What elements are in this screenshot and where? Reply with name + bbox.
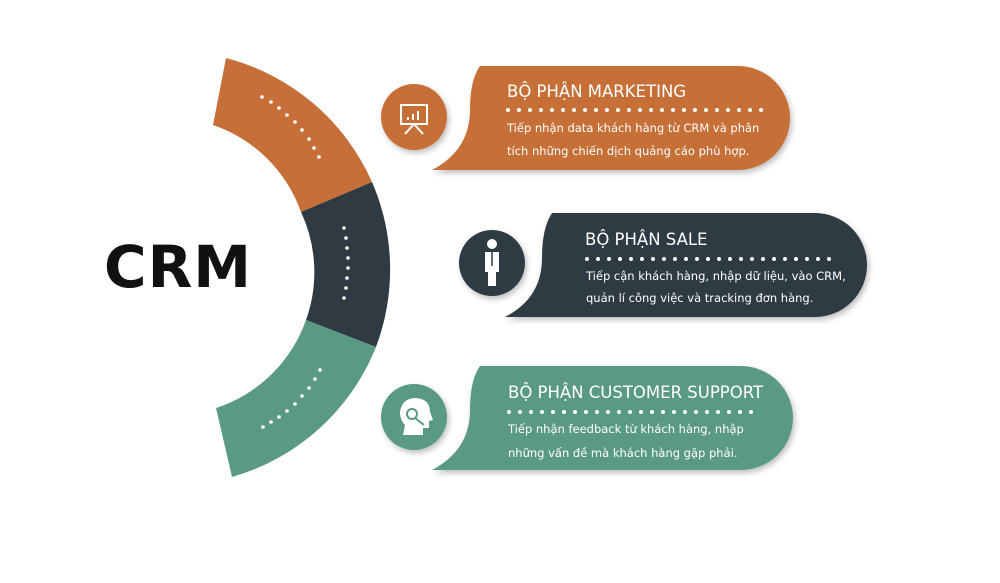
arc-dots	[260, 95, 350, 429]
department-sale: BỘ PHẬN SALE Tiếp cận khách hàng, nhập d…	[459, 213, 867, 317]
arc-segment-support	[216, 320, 376, 477]
department-description-line: quản lí công việc và tracking đơn hàng.	[586, 291, 813, 305]
department-description-line: Tiếp cận khách hàng, nhập dữ liệu, vào C…	[585, 269, 846, 283]
department-title: BỘ PHẬN SALE	[585, 230, 707, 249]
headset-support-icon	[400, 398, 433, 435]
department-title: BỘ PHẬN MARKETING	[507, 82, 686, 101]
bubble-marketing	[432, 66, 790, 170]
bubble-support	[432, 366, 793, 470]
department-title: BỘ PHẬN CUSTOMER SUPPORT	[508, 383, 764, 402]
department-description-line: Tiếp nhận feedback từ khách hàng, nhập	[507, 422, 744, 436]
arc-segment-sale	[301, 182, 391, 347]
department-marketing: BỘ PHẬN MARKETING Tiếp nhận data khách h…	[381, 66, 790, 170]
department-description-line: Tiếp nhận data khách hàng từ CRM và phân	[506, 121, 759, 135]
crm-arc	[213, 58, 391, 477]
department-customer-support: BỘ PHẬN CUSTOMER SUPPORT Tiếp nhận feedb…	[381, 366, 793, 470]
department-description-line: những vấn đề mà khách hàng gặp phải.	[508, 446, 737, 460]
crm-label: CRM	[104, 233, 252, 301]
department-description-line: tích những chiến dịch quảng cáo phù hợp.	[507, 144, 749, 158]
presentation-chart-icon	[400, 104, 428, 135]
businessman-icon	[485, 239, 499, 286]
bubble-sale	[505, 213, 867, 317]
arc-segment-marketing	[213, 58, 372, 212]
